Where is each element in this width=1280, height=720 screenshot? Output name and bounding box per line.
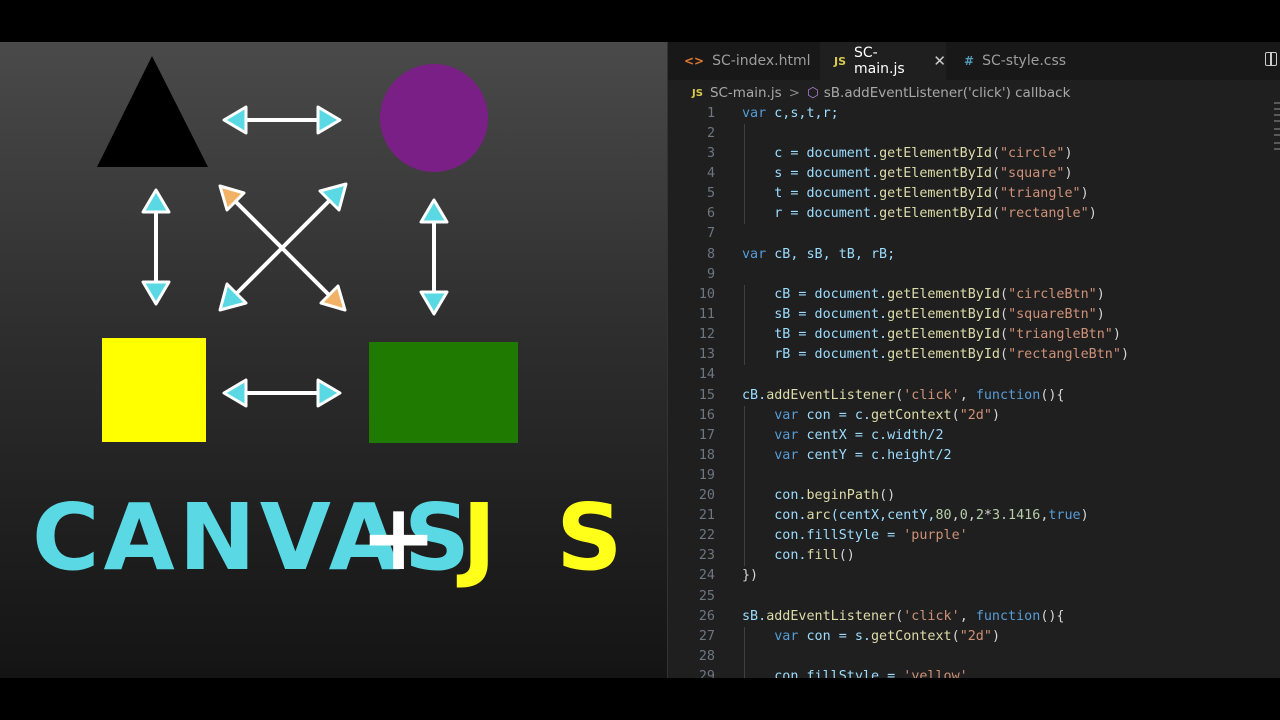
code-line: 5 t = document.getElementById("triangle"… bbox=[668, 184, 1280, 204]
horizontal-arrow-bottom-icon bbox=[222, 378, 342, 408]
line-number: 20 bbox=[698, 488, 715, 503]
breadcrumb: JS SC-main.js > ⬡ sB.addEventListener('c… bbox=[692, 82, 1070, 104]
vertical-arrow-left-icon bbox=[141, 188, 171, 306]
code-line: 19 bbox=[668, 466, 1280, 486]
indent-guide bbox=[744, 124, 745, 224]
tab-sc-main-js[interactable]: JS SC-main.js ✕ bbox=[820, 42, 946, 80]
code-line: 23 con.fill() bbox=[668, 546, 1280, 566]
code-line: 12 tB = document.getElementById("triangl… bbox=[668, 325, 1280, 345]
line-number: 16 bbox=[698, 408, 715, 423]
split-editor-icon[interactable] bbox=[1265, 52, 1277, 66]
black-triangle-shape bbox=[97, 56, 208, 167]
line-number: 18 bbox=[698, 448, 715, 463]
code-line: 22 con.fillStyle = 'purple' bbox=[668, 526, 1280, 546]
line-number: 28 bbox=[698, 649, 715, 664]
line-number: 21 bbox=[698, 508, 715, 523]
line-number: 6 bbox=[706, 206, 715, 221]
green-rectangle-shape bbox=[369, 342, 518, 443]
code-line: 20 con.beginPath() bbox=[668, 486, 1280, 506]
line-number: 7 bbox=[706, 226, 715, 241]
line-number: 2 bbox=[706, 126, 715, 141]
line-number: 1 bbox=[706, 106, 715, 121]
symbol-method-icon: ⬡ bbox=[806, 85, 819, 101]
line-number: 19 bbox=[698, 468, 715, 483]
headline-plus-text: + bbox=[360, 484, 442, 591]
letterbox-bottom bbox=[0, 678, 1280, 720]
code-line: 14 bbox=[668, 365, 1280, 385]
code-line: 10 cB = document.getElementById("circleB… bbox=[668, 285, 1280, 305]
code-line: 25 bbox=[668, 587, 1280, 607]
code-line: 7 bbox=[668, 224, 1280, 244]
indent-guide bbox=[744, 406, 745, 566]
code-line: 16 var con = c.getContext("2d") bbox=[668, 406, 1280, 426]
line-number: 23 bbox=[698, 548, 715, 563]
code-line: 24}) bbox=[668, 566, 1280, 586]
line-number: 17 bbox=[698, 428, 715, 443]
code-line: 17 var centX = c.width/2 bbox=[668, 426, 1280, 446]
close-icon[interactable]: ✕ bbox=[933, 52, 946, 70]
line-number: 13 bbox=[698, 347, 715, 362]
code-line: 28 bbox=[668, 647, 1280, 667]
headline-canvas-text: CANVAS bbox=[32, 484, 475, 591]
line-number: 22 bbox=[698, 528, 715, 543]
line-number: 8 bbox=[706, 247, 715, 262]
line-number: 11 bbox=[698, 307, 715, 322]
code-line: 4 s = document.getElementById("square") bbox=[668, 164, 1280, 184]
js-file-icon: JS bbox=[692, 87, 703, 99]
line-number: 24 bbox=[698, 568, 715, 583]
code-line: 9 bbox=[668, 265, 1280, 285]
line-number: 4 bbox=[706, 166, 715, 181]
tab-label: SC-style.css bbox=[982, 53, 1067, 69]
purple-circle-shape bbox=[380, 64, 488, 172]
minimap[interactable] bbox=[1274, 102, 1280, 152]
code-line: 13 rB = document.getElementById("rectang… bbox=[668, 345, 1280, 365]
code-line: 21 con.arc(centX,centY,80,0,2*3.1416,tru… bbox=[668, 506, 1280, 526]
letterbox-top bbox=[0, 0, 1280, 42]
line-number: 5 bbox=[706, 186, 715, 201]
thumbnail-panel: CANVAS + J S bbox=[0, 42, 667, 678]
code-line: 27 var con = s.getContext("2d") bbox=[668, 627, 1280, 647]
headline-js-text: J S bbox=[462, 484, 637, 591]
line-number: 25 bbox=[698, 589, 715, 604]
html-file-icon: <> bbox=[684, 54, 705, 68]
line-number: 3 bbox=[706, 146, 715, 161]
code-line: 2 bbox=[668, 124, 1280, 144]
code-line: 18 var centY = c.height/2 bbox=[668, 446, 1280, 466]
chevron-right-icon: > bbox=[788, 85, 800, 101]
line-number: 9 bbox=[706, 267, 715, 282]
line-number: 12 bbox=[698, 327, 715, 342]
tab-sc-index-html[interactable]: <> SC-index.html bbox=[684, 42, 820, 80]
vertical-arrow-right-icon bbox=[419, 198, 449, 316]
tab-label: SC-main.js bbox=[854, 45, 905, 77]
tab-sc-style-css[interactable]: # SC-style.css bbox=[964, 42, 1084, 80]
shapes-illustration bbox=[97, 56, 518, 443]
indent-guide bbox=[744, 627, 745, 678]
indent-guide bbox=[744, 285, 745, 365]
line-number: 27 bbox=[698, 629, 715, 644]
css-file-icon: # bbox=[964, 54, 975, 68]
breadcrumb-file[interactable]: SC-main.js bbox=[709, 85, 782, 101]
line-number: 26 bbox=[698, 609, 715, 624]
horizontal-arrow-top-icon bbox=[222, 105, 342, 135]
editor-tab-bar: <> SC-index.html JS SC-main.js ✕ # SC-st… bbox=[668, 42, 1280, 80]
js-file-icon: JS bbox=[834, 54, 847, 68]
yellow-square-shape bbox=[102, 338, 206, 442]
code-line: 11 sB = document.getElementById("squareB… bbox=[668, 305, 1280, 325]
line-number: 29 bbox=[698, 669, 715, 678]
line-number: 15 bbox=[698, 388, 715, 403]
line-number: 10 bbox=[698, 287, 715, 302]
line-number: 14 bbox=[698, 367, 715, 382]
code-line: 6 r = document.getElementById("rectangle… bbox=[668, 204, 1280, 224]
tab-label: SC-index.html bbox=[712, 53, 811, 69]
breadcrumb-symbol[interactable]: sB.addEventListener('click') callback bbox=[823, 85, 1071, 101]
diagonal-arrow-b-icon bbox=[218, 182, 348, 312]
code-line: 29 con.fillStyle = 'yellow' bbox=[668, 667, 1280, 678]
code-editor: <> SC-index.html JS SC-main.js ✕ # SC-st… bbox=[667, 42, 1280, 678]
code-line: 3 c = document.getElementById("circle") bbox=[668, 144, 1280, 164]
thumbnail-headline: CANVAS + J S bbox=[0, 42, 667, 678]
